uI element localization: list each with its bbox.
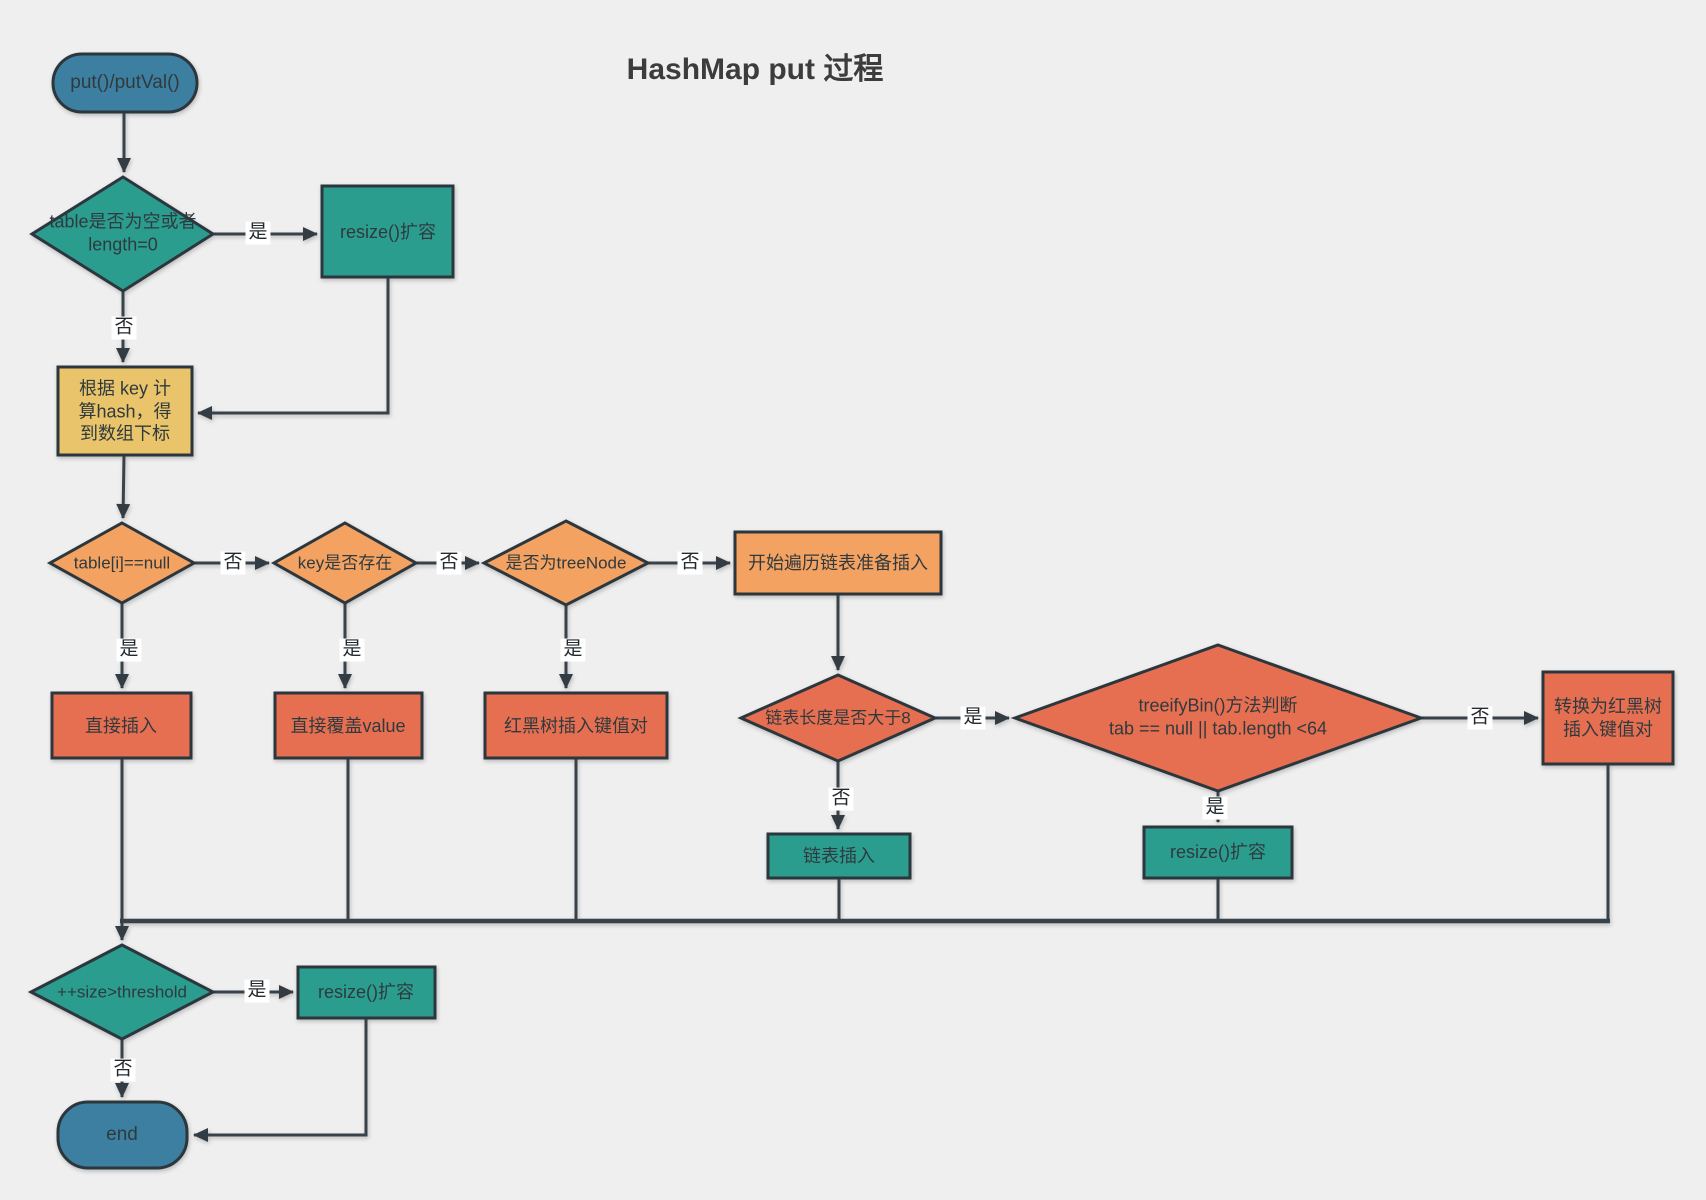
resize-bottom-shape [296, 965, 437, 1020]
edge-resizetop-to-hash [197, 277, 390, 420]
direct-insert-shape [50, 691, 193, 760]
rbtree-insert-shape [483, 691, 669, 760]
resize-top-shape [320, 184, 455, 279]
shapes [27, 52, 1675, 1170]
edge-hash-to-checknull [116, 454, 131, 519]
start-node-shape [51, 52, 199, 114]
check-treenode-shape [480, 519, 652, 607]
edge-resizebottom-to-end [193, 1018, 368, 1142]
compute-hash-shape [56, 365, 194, 457]
convert-rbtree-shape [1541, 670, 1675, 766]
diagram-title: HashMap put 过程 [626, 53, 884, 86]
traverse-list-shape [733, 530, 943, 596]
resize-mid-shape [1142, 825, 1294, 880]
check-list-len-shape [737, 673, 939, 763]
overwrite-value-shape [273, 691, 424, 760]
treeify-bin-shape [1010, 643, 1426, 793]
check-table-empty-shape [29, 175, 216, 293]
check-key-exists-shape [270, 521, 420, 605]
list-insert-shape [766, 832, 912, 880]
check-table-i-shape [46, 521, 198, 605]
check-threshold-shape [27, 943, 217, 1041]
end-node-shape [56, 1100, 189, 1170]
